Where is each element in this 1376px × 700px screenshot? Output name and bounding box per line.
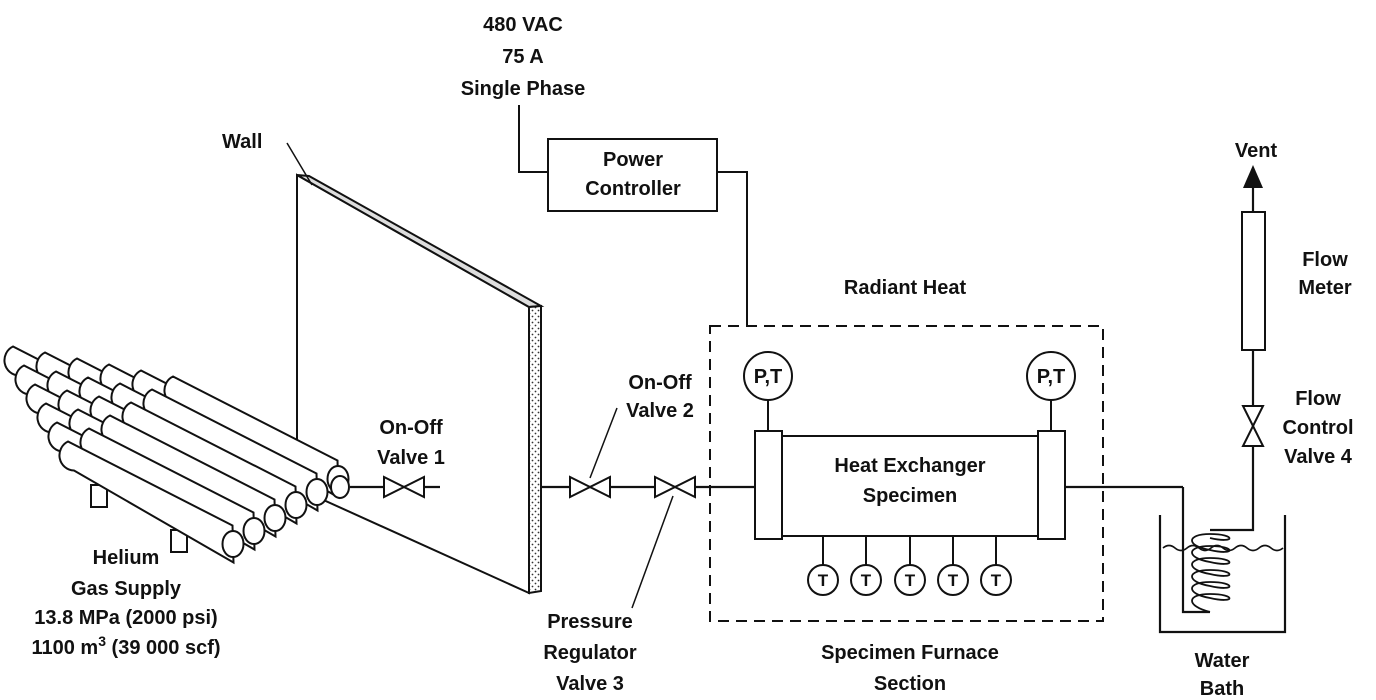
svg-text:Valve 1: Valve 1 [377, 447, 445, 469]
wall-label: Wall [222, 131, 262, 153]
wall [296, 173, 545, 595]
svg-text:Flow: Flow [1302, 249, 1348, 271]
svg-text:On-Off: On-Off [628, 372, 692, 394]
svg-text:Single Phase: Single Phase [461, 78, 586, 100]
valve-2-leader [589, 407, 618, 479]
power-controller: Power Controller [547, 138, 718, 212]
thermocouple-label: T [991, 571, 1002, 590]
svg-text:Bath: Bath [1200, 678, 1244, 700]
svg-text:Water: Water [1195, 650, 1250, 672]
svg-text:Controller: Controller [585, 178, 681, 200]
flow-meter [1241, 185, 1266, 351]
gas-cylinder [58, 440, 245, 565]
controller-cable [717, 171, 748, 326]
flow-meter-label: Flow Meter [1298, 249, 1352, 299]
svg-text:Power: Power [603, 149, 663, 171]
svg-text:Helium: Helium [93, 547, 160, 569]
valve-3-leader [631, 495, 674, 609]
heat-exchanger-specimen: Heat Exchanger Specimen [754, 430, 1066, 540]
pressure-regulator-label: Pressure Regulator Valve 3 [543, 611, 637, 695]
thermocouple-label: T [948, 571, 959, 590]
svg-text:P,T: P,T [754, 366, 783, 388]
svg-text:Specimen Furnace: Specimen Furnace [821, 642, 999, 664]
left-header [754, 430, 783, 540]
svg-text:P,T: P,T [1037, 366, 1066, 388]
thermocouple: T [980, 536, 1012, 596]
vent-arrow-icon [1243, 165, 1263, 188]
power-cable [518, 105, 548, 173]
flow-control-valve-4-label: Flow Control Valve 4 [1282, 388, 1353, 468]
thermocouple-label: T [818, 571, 829, 590]
water-bath-label: Water Bath [1195, 650, 1250, 700]
furnace-label: Specimen Furnace Section [821, 642, 999, 695]
svg-text:Valve 2: Valve 2 [626, 400, 694, 422]
furnace-enclosure [709, 325, 1104, 622]
right-header [1037, 430, 1066, 540]
power-source-label: 480 VAC 75 A Single Phase [461, 14, 586, 100]
pressure-regulator-valve-3 [654, 475, 696, 499]
thermocouple-label: T [905, 571, 916, 590]
svg-text:1100 m3 (39 000 scf): 1100 m3 (39 000 scf) [31, 633, 220, 659]
thermocouple-label: T [861, 571, 872, 590]
svg-text:13.8 MPa (2000 psi): 13.8 MPa (2000 psi) [34, 607, 217, 629]
svg-text:Pressure: Pressure [547, 611, 633, 633]
svg-text:Valve 3: Valve 3 [556, 673, 624, 695]
svg-text:Flow: Flow [1295, 388, 1341, 410]
svg-text:Specimen: Specimen [863, 485, 957, 507]
radiant-heat-label: Radiant Heat [844, 277, 967, 299]
wall-leader [286, 142, 313, 186]
pt-gauge-right: P,T [1026, 351, 1076, 431]
on-off-valve-1-label: On-Off Valve 1 [377, 417, 445, 469]
cylinder-outlet [330, 475, 350, 499]
pt-gauge-left: P,T [743, 351, 793, 431]
svg-text:Heat Exchanger: Heat Exchanger [834, 455, 985, 477]
svg-text:Control: Control [1282, 417, 1353, 439]
svg-text:Gas Supply: Gas Supply [71, 578, 182, 600]
coil-outlet-pipe [1210, 522, 1255, 532]
svg-text:Valve 4: Valve 4 [1284, 446, 1353, 468]
flow-control-valve-4 [1241, 405, 1265, 447]
thermocouple: T [937, 536, 969, 596]
cooling-coil [1191, 522, 1255, 613]
svg-text:Meter: Meter [1298, 277, 1352, 299]
on-off-valve-2 [569, 475, 611, 499]
helium-cylinder-bundle [3, 345, 350, 565]
svg-text:On-Off: On-Off [379, 417, 443, 439]
svg-text:480 VAC: 480 VAC [483, 14, 563, 36]
svg-text:Section: Section [874, 673, 946, 695]
thermocouple: T [850, 536, 882, 596]
vent-label: Vent [1235, 140, 1278, 162]
coil-windings [1191, 533, 1231, 613]
gas-supply-label: Helium Gas Supply 13.8 MPa (2000 psi) 11… [31, 547, 220, 659]
svg-text:75 A: 75 A [502, 46, 544, 68]
on-off-valve-1 [383, 475, 425, 499]
thermocouple: T [807, 536, 839, 596]
svg-text:Regulator: Regulator [543, 642, 637, 664]
thermocouple: T [894, 536, 926, 596]
water-bath [1158, 515, 1287, 634]
on-off-valve-2-label: On-Off Valve 2 [626, 372, 694, 422]
